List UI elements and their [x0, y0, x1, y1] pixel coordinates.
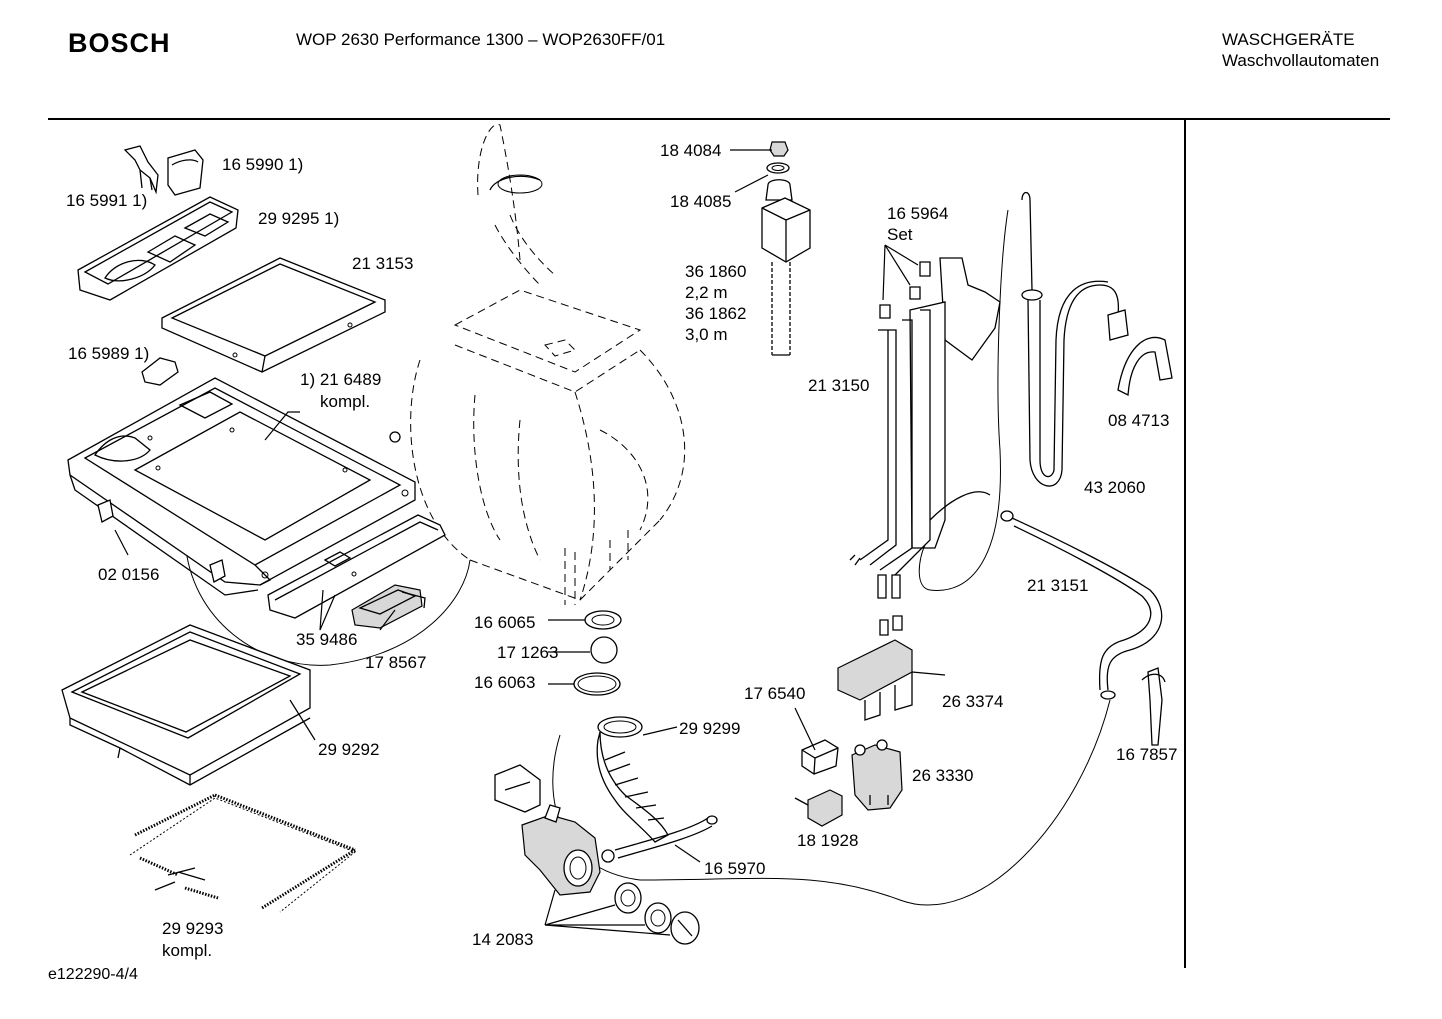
clip-020156-b: [209, 559, 226, 583]
bracket-pump: [494, 764, 541, 813]
clip-165989: [141, 357, 179, 386]
seal-184085: [766, 162, 790, 174]
clip-020156-a: [97, 499, 114, 523]
inlet-hose-361860: [761, 179, 811, 356]
heater-181928: [794, 789, 843, 827]
part-label: 16 5970: [704, 859, 765, 878]
part-label: 29 9299: [679, 719, 740, 738]
subcategory-label: Waschvollautomaten: [1222, 51, 1380, 70]
part-label: 17 8567: [365, 653, 426, 672]
part-label: 08 4713: [1108, 411, 1169, 430]
frame-seal-299292: [61, 624, 311, 786]
part-label: 29 9295 1): [258, 209, 339, 228]
route-line: [184, 539, 471, 666]
part-label: 16 6063: [474, 673, 535, 692]
sump-hose-299299: [596, 716, 669, 843]
part-label: 29 9293: [162, 919, 223, 938]
part-label: 26 3374: [942, 692, 1003, 711]
part-note: kompl.: [162, 941, 212, 960]
part-label: 29 9292: [318, 740, 379, 759]
hose-manifold-213150: [849, 257, 1001, 599]
part-label: 17 1263: [497, 643, 558, 662]
part-label: 43 2060: [1084, 478, 1145, 497]
part-note: 3,0 m: [685, 325, 728, 344]
part-label: 16 6065: [474, 613, 535, 632]
part-label: 16 5989 1): [68, 344, 149, 363]
part-label: 21 3150: [808, 376, 869, 395]
siphon-cap-165990: [167, 149, 204, 196]
category-label: WASCHGERÄTE: [1222, 30, 1355, 49]
cap-176540: [801, 739, 839, 775]
part-note: 2,2 m: [685, 283, 728, 302]
screen-184084: [769, 141, 789, 157]
model-title: WOP 2630 Performance 1300 – WOP2630FF/01: [296, 30, 666, 49]
cover-strip-359486: [267, 514, 446, 619]
part-note: Set: [887, 225, 913, 244]
clip-167857: [1141, 667, 1166, 746]
part-label: 18 4084: [660, 141, 721, 160]
leader-lines: [114, 149, 919, 936]
spring-set-299293: [129, 793, 356, 913]
valve-set-165964: [879, 261, 931, 319]
hose-165970: [601, 815, 718, 863]
part-label: 02 0156: [98, 565, 159, 584]
ring-166065: [584, 610, 622, 630]
part-label: 16 5964: [887, 204, 948, 223]
part-label: 14 2083: [472, 930, 533, 949]
drain-pump-142083: [521, 804, 700, 945]
hose-bracket-084713: [1117, 336, 1173, 397]
part-label: 36 1862: [685, 304, 746, 323]
door-lock-178567: [351, 584, 426, 629]
drawer-handle-165991: [123, 145, 159, 195]
part-label: 18 4085: [670, 192, 731, 211]
control-panel-216489: [67, 377, 416, 596]
part-label: 36 1860: [685, 262, 746, 281]
part-label: 35 9486: [296, 630, 357, 649]
part-label: 21 3151: [1027, 576, 1088, 595]
drawing-id: e122290-4/4: [48, 966, 138, 983]
drum-assembly-dashed: [389, 124, 686, 605]
part-note: kompl.: [320, 392, 370, 411]
part-label: 21 3153: [352, 254, 413, 273]
clamp-166063: [573, 672, 621, 696]
part-label: 1) 21 6489: [300, 370, 381, 389]
part-labels: 16 5990 1) 16 5991 1) 29 9295 1) 21 3153…: [66, 141, 1177, 960]
part-label: 17 6540: [744, 684, 805, 703]
drawer-shell-213153: [161, 257, 386, 373]
drain-hose-432060: [918, 191, 1129, 591]
ball-171263: [590, 636, 618, 664]
valve-263330: [851, 739, 903, 811]
pressure-switch-263374: [837, 615, 946, 721]
part-label: 26 3330: [912, 766, 973, 785]
part-label: 16 5990 1): [222, 155, 303, 174]
hose-213151: [1000, 510, 1163, 700]
part-label: 16 5991 1): [66, 191, 147, 210]
part-label: 18 1928: [797, 831, 858, 850]
brand-logo: BOSCH: [68, 28, 171, 58]
drawer-insert-299295: [77, 196, 239, 301]
part-label: 16 7857: [1116, 745, 1177, 764]
